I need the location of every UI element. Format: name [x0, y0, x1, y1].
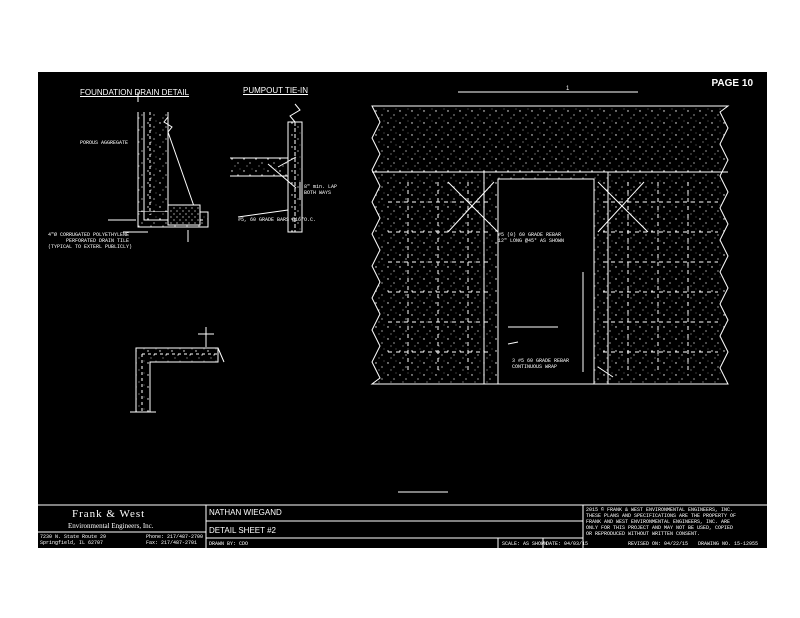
page-label: PAGE 10: [711, 78, 754, 89]
copyright-line-1: 2015 © FRANK & WEST ENVIRONMENTAL ENGINE…: [586, 507, 734, 513]
copyright-line-5: OR REPRODUCED WITHOUT WRITTEN CONSENT.: [586, 531, 701, 537]
drain-tile-note-2: PERFORATED DRAIN TILE: [66, 238, 130, 244]
pumpout-title: PUMPOUT TIE-IN: [243, 86, 309, 95]
dimension-label: 1: [566, 86, 570, 92]
company-fax: Fax: 217/487-2701: [146, 540, 198, 546]
sheet-title: DETAIL SHEET #2: [209, 526, 276, 535]
rebar-note: #5, 60 GRADE BARS @16"O.C.: [238, 217, 317, 223]
drawing-number: DRAWING NO. 15-12955: [698, 541, 759, 547]
drawn-by: DRAWN BY: CDO: [209, 541, 249, 547]
copyright-line-2: THESE PLANS AND SPECIFICATIONS ARE THE P…: [586, 513, 737, 519]
corner-plan-detail: [130, 327, 225, 413]
company-name: Frank & West: [72, 508, 146, 520]
grade-rebar-note-1: #5 (0) 60 GRADE REBAR: [498, 232, 562, 238]
drain-tile-note-3: (TYPICAL TO EXTERL PUBLICLY): [48, 244, 133, 250]
company-subtitle: Environmental Engineers, Inc.: [68, 522, 154, 530]
lap-note-2: BOTH WAYS: [304, 190, 332, 196]
revised-date: REVISED ON: 04/22/15: [628, 541, 689, 547]
grade-rebar-note-2: 12" LONG @45° AS SHOWN: [498, 238, 565, 244]
lap-note-1: 8" min. LAP: [304, 184, 338, 190]
continuous-rebar-note-1: 3 #5 60 GRADE REBAR: [512, 358, 570, 364]
drawing-sheet: PAGE 10 FOUNDATION DRAIN DETAIL PUMPOUT …: [38, 72, 767, 548]
copyright-line-4: ONLY FOR THIS PROJECT AND MAY NOT BE USE…: [586, 525, 734, 531]
date: DATE: 04/03/15: [546, 541, 589, 547]
scale: SCALE: AS SHOWN: [502, 541, 548, 547]
copyright-line-3: FRANK AND WEST ENVIRONMENTAL ENGINEERS, …: [586, 519, 731, 525]
client-name: NATHAN WIEGAND: [209, 508, 282, 517]
company-phone: Phone: 217/487-2700: [146, 534, 204, 540]
porous-aggregate-note: POROUS AGGREGATE: [80, 140, 129, 146]
foundation-drain-title: FOUNDATION DRAIN DETAIL: [80, 88, 190, 97]
cad-drawing: [38, 91, 767, 548]
foundation-drain-detail: [108, 92, 209, 242]
drain-tile-note-1: 4"Ø CORRUGATED POLYETHYLENE: [48, 232, 130, 238]
pumpout-detail: [230, 103, 303, 233]
company-address-1: 7230 N. State Route 29: [40, 534, 107, 540]
continuous-rebar-note-2: CONTINUOUS WRAP: [512, 364, 558, 370]
company-address-2: Springfield, IL 62707: [40, 540, 104, 546]
wall-section-detail: [370, 91, 730, 385]
title-block: [38, 491, 767, 548]
